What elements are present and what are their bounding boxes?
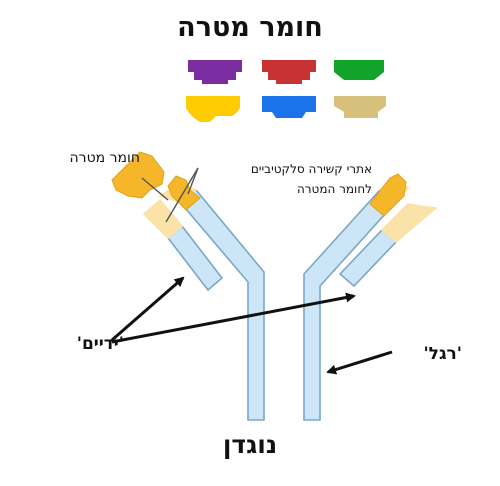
right-heavy-chain — [303, 188, 398, 421]
antigen-label: חומר מטרה — [69, 150, 140, 166]
antibody-label: נוגדן — [222, 430, 278, 459]
left-binding-site — [167, 175, 201, 211]
leg-label: 'רגל' — [423, 344, 462, 364]
left-light-variable-region — [142, 198, 184, 240]
binding-sites-label-line2: לחומר המטרה — [296, 182, 372, 196]
diagram-title: חומר מטרה — [177, 12, 323, 43]
antigen-legend — [186, 60, 386, 122]
antigen-pointer-line — [141, 177, 169, 201]
binding-site-pointer-line-1 — [165, 167, 199, 223]
yellow-antigen-shape — [186, 96, 240, 122]
label-pointers — [141, 167, 199, 223]
right-light-variable-region — [380, 203, 438, 244]
left-heavy-chain — [178, 188, 265, 421]
arms-arrow-right — [111, 292, 356, 344]
green-antigen-shape — [334, 60, 384, 80]
leg-arrow — [326, 350, 393, 375]
purple-antigen-shape — [188, 60, 242, 84]
right-binding-site — [369, 173, 407, 217]
blue-antigen-shape — [262, 96, 316, 118]
arms-label: 'ידיים' — [76, 334, 124, 354]
binding-site-pointer-line-2 — [187, 167, 199, 195]
tan-antigen-shape — [334, 96, 386, 118]
antibody — [142, 174, 438, 421]
arrows — [111, 276, 393, 375]
binding-sites-label-line1: אתרי קשירה סלקטיביים — [250, 162, 372, 176]
red-antigen-shape — [262, 60, 316, 84]
arms-arrow-left — [111, 276, 185, 342]
